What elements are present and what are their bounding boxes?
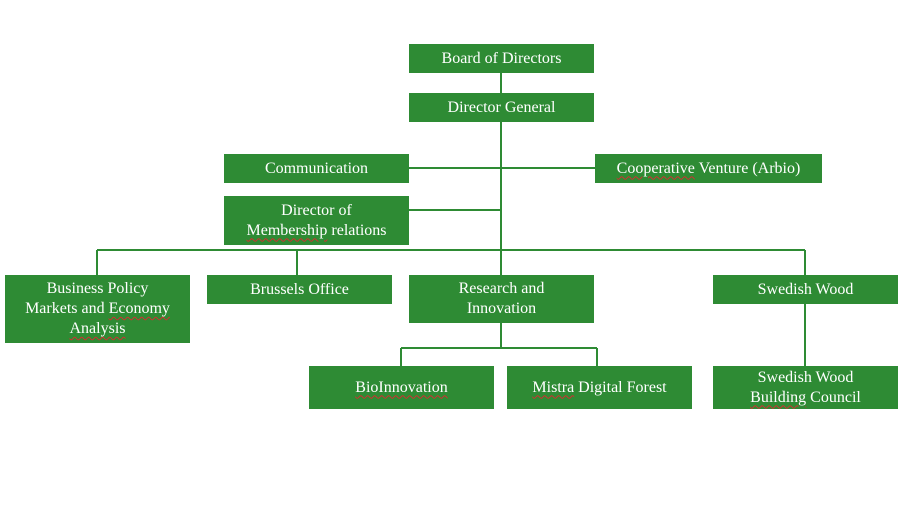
communication-label: Communication	[264, 159, 369, 177]
mistra-word: Mistra	[532, 378, 575, 396]
digital-forest-text: Digital Forest	[574, 378, 667, 396]
board-of-directors-label: Board of Directors	[441, 49, 562, 67]
building-council-line2: Building Council	[750, 388, 861, 408]
markets-and-text: Markets and	[25, 300, 109, 317]
board-of-directors-box: Board of Directors	[409, 44, 594, 73]
swedish-wood-label: Swedish Wood	[757, 280, 854, 298]
bioinnovation-box: BioInnovation	[309, 366, 494, 409]
membership-word: Membership	[246, 221, 328, 239]
mistra-digital-forest-label: Mistra Digital Forest	[532, 378, 666, 398]
brussels-office-box: Brussels Office	[207, 275, 392, 304]
business-policy-box: Business Policy Markets and Economy Anal…	[5, 275, 190, 343]
venture-arbio-text: Venture (Arbio)	[694, 159, 801, 177]
brussels-office-label: Brussels Office	[250, 280, 349, 298]
director-membership-line2: Membership relations	[247, 221, 387, 241]
director-membership-line1: Director of	[281, 201, 352, 219]
building-word: Building	[750, 388, 807, 406]
building-council-line1: Swedish Wood	[757, 368, 854, 386]
director-general-box: Director General	[409, 93, 594, 122]
business-policy-line2: Markets and Economy	[25, 299, 170, 319]
director-general-label: Director General	[447, 98, 556, 116]
council-text: Council	[806, 388, 861, 406]
analysis-word: Analysis	[69, 320, 126, 337]
building-council-box: Swedish Wood Building Council	[713, 366, 898, 409]
cooperative-word: Cooperative	[616, 159, 695, 177]
research-innovation-line1: Research and	[458, 280, 545, 297]
mistra-digital-forest-box: Mistra Digital Forest	[507, 366, 692, 409]
research-innovation-box: Research and Innovation	[409, 275, 594, 323]
business-policy-line1: Business Policy	[46, 280, 149, 297]
economy-word: Economy	[108, 300, 170, 317]
cooperative-venture-box: Cooperative Venture (Arbio)	[595, 154, 822, 183]
bioinnovation-label: BioInnovation	[355, 378, 448, 396]
director-membership-box: Director of Membership relations	[224, 196, 409, 245]
communication-box: Communication	[224, 154, 409, 183]
research-innovation-line2: Innovation	[466, 300, 537, 317]
cooperative-venture-label: Cooperative Venture (Arbio)	[617, 159, 801, 179]
relations-text: relations	[327, 221, 387, 239]
swedish-wood-box: Swedish Wood	[713, 275, 898, 304]
